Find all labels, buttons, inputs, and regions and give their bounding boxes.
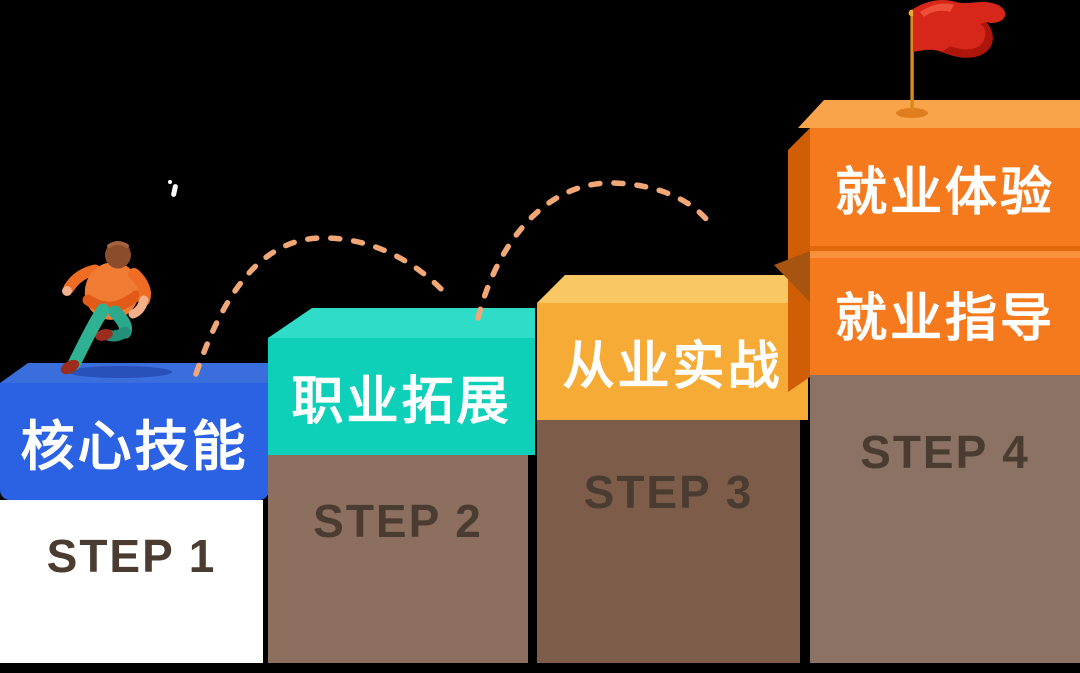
step2-body: STEP 2 — [268, 455, 528, 663]
step2-label: STEP 2 — [313, 495, 483, 547]
red-flag-icon — [908, 0, 1006, 111]
step4-lower-card: 就业指导 — [810, 251, 1080, 375]
step3-title: 从业实战 — [562, 338, 783, 396]
step4-label: STEP 4 — [860, 426, 1030, 478]
step1-title: 核心技能 — [20, 417, 249, 477]
sparkle-icon — [170, 183, 179, 198]
step3-title-card: 从业实战 — [537, 303, 808, 420]
step4-upper-title: 就业体验 — [834, 163, 1055, 222]
step3-label: STEP 3 — [583, 466, 754, 518]
step3-body: STEP 3 — [537, 420, 800, 663]
step4-lower-title: 就业指导 — [834, 289, 1055, 348]
step1-title-card: 核心技能 — [0, 383, 269, 500]
step4-card-edge-highlight — [810, 251, 1080, 258]
step1-body: STEP 1 — [0, 500, 263, 663]
step3-top-face — [537, 275, 808, 303]
step1-label: STEP 1 — [46, 530, 217, 582]
step2-title: 职业拓展 — [291, 373, 512, 431]
step4-upper-card: 就业体验 — [810, 128, 1080, 246]
step4-card-seam — [810, 246, 1080, 251]
runner-shadow — [68, 366, 172, 378]
sparkle-dot-icon — [168, 180, 172, 184]
flag-hole — [896, 108, 928, 118]
step4-body: STEP 4 — [810, 375, 1080, 663]
step4-top-face — [798, 100, 1080, 128]
step2-title-card: 职业拓展 — [268, 338, 535, 455]
step2-top-face — [268, 308, 535, 338]
running-person-icon — [60, 241, 151, 375]
